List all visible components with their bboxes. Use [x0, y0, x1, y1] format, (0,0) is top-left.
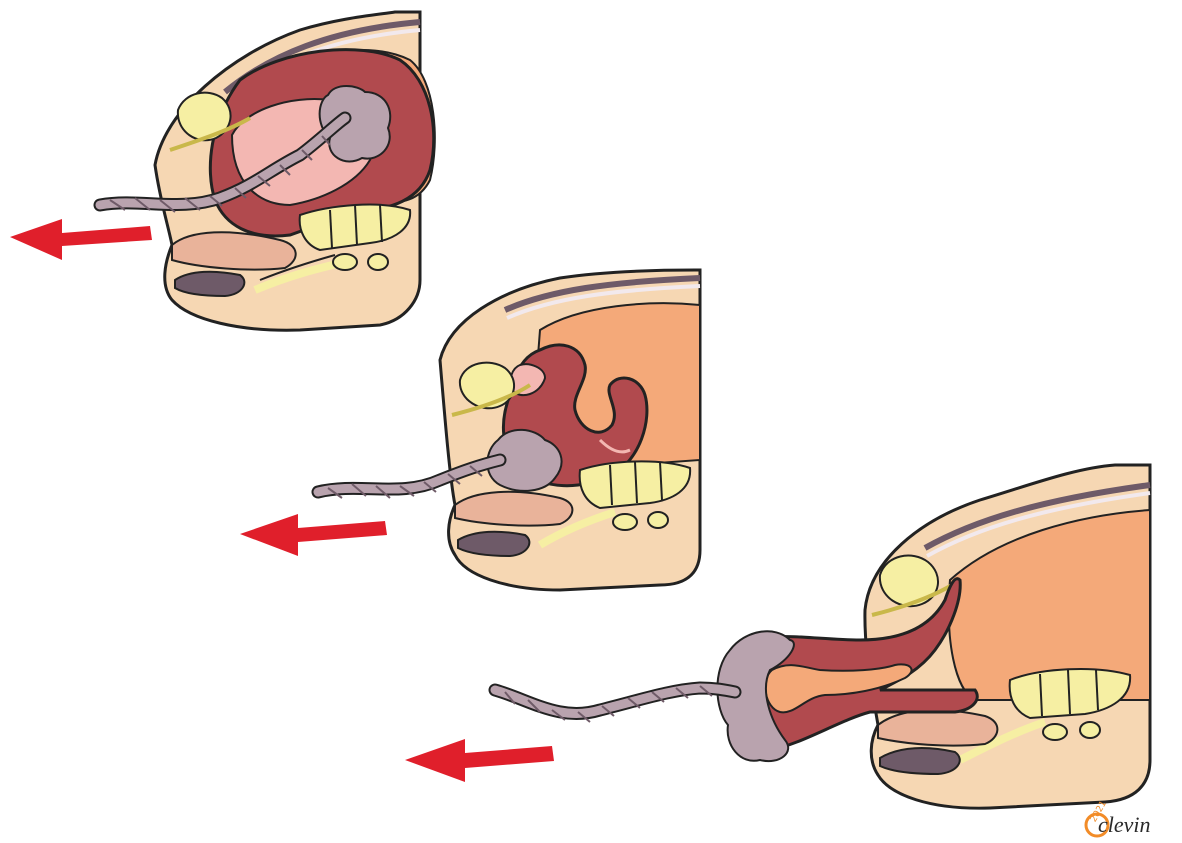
panel-3-pelvic-bone-upper	[880, 556, 938, 607]
panel-3-traction-arrow	[405, 739, 554, 782]
panel-1-rectum	[175, 272, 244, 296]
panel-1-traction-arrow	[10, 219, 152, 260]
panel-2-vaginal-wall	[455, 492, 572, 526]
clevin-logo: 2021 clevin	[1086, 799, 1151, 837]
panel-1-uterus-inside	[10, 12, 435, 330]
logo-brand: clevin	[1098, 812, 1151, 837]
panel-3-rectum	[880, 748, 960, 774]
panel-2-rectum	[458, 532, 529, 556]
panel-3-vaginal-wall	[878, 710, 997, 746]
panel-2-traction-arrow	[240, 514, 387, 556]
